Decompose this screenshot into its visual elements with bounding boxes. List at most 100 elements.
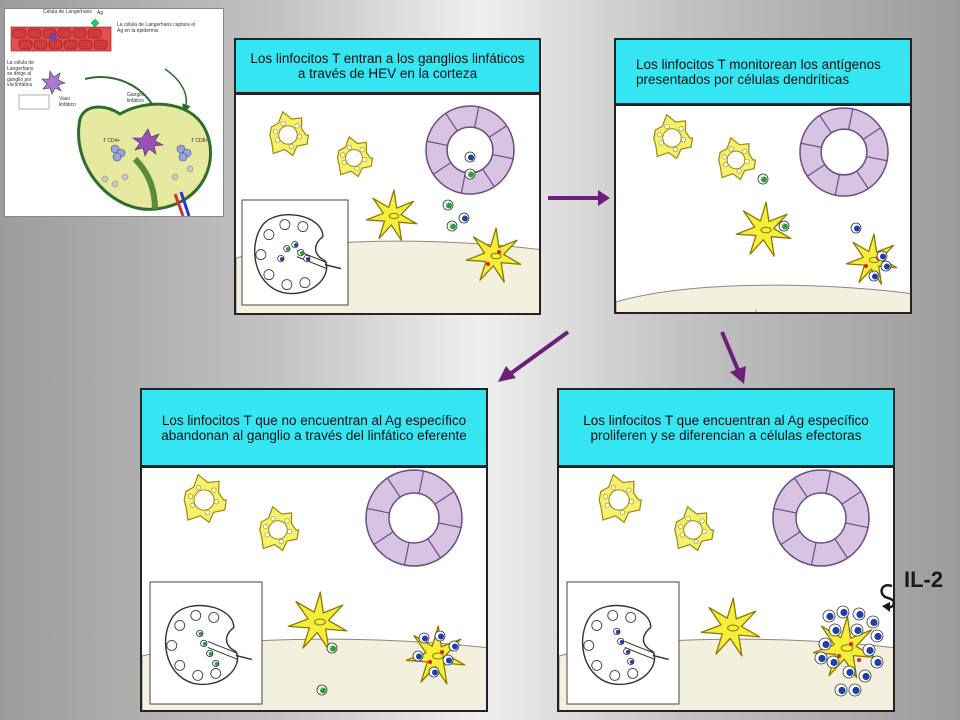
antigen-dot	[440, 650, 444, 654]
proliferating-lymphocyte	[852, 607, 866, 621]
lymphocyte	[850, 222, 862, 234]
lymphocyte	[434, 630, 446, 642]
panel-1-caption: Los linfocitos T entran a los ganglios l…	[236, 40, 539, 95]
inset-lymphocyte	[277, 255, 285, 263]
dendritic-cell	[735, 201, 792, 257]
langerhans-thumbnail: Célula de Langerhans Ag La célula de Lan…	[4, 8, 224, 217]
thumb-label-ganglio: Ganglio linfático	[127, 92, 145, 104]
inset-lymphocyte	[206, 649, 214, 658]
panel-1-scene	[236, 105, 539, 313]
panel-hev-entry: Los linfocitos T entran a los ganglios l…	[234, 38, 541, 315]
dendritic-cell	[465, 227, 522, 283]
inset-lymph-node	[149, 581, 263, 705]
inset-lymphocyte	[617, 637, 625, 646]
macrophage	[718, 136, 757, 181]
antigen-dot	[857, 658, 861, 662]
inset-lymphocyte	[303, 255, 311, 263]
antigen-dot	[497, 250, 501, 254]
antigen-dot	[849, 642, 853, 646]
macrophage	[653, 113, 694, 160]
lymphocyte	[757, 173, 769, 185]
arrow-down-left	[508, 330, 570, 376]
inset-lymphocyte	[283, 245, 291, 253]
arrow-down-left-head	[498, 366, 516, 382]
epidermis-cells	[10, 18, 112, 52]
hev-venule	[799, 107, 889, 197]
proliferating-lymphocyte	[834, 683, 848, 697]
proliferating-lymphocyte	[858, 669, 872, 683]
lymphocyte	[428, 666, 440, 678]
dendritic-cell	[700, 597, 761, 657]
inset-lymph-node	[566, 581, 680, 705]
il2-label: IL-2	[904, 567, 944, 592]
proliferating-lymphocyte	[850, 623, 864, 637]
arrow-right-head	[598, 190, 610, 206]
proliferating-lymphocyte	[818, 637, 832, 651]
proliferating-lymphocyte	[866, 615, 880, 629]
macrophage	[336, 135, 374, 178]
thumb-label-se-dirige: La célula de Langerhans se dirige al gan…	[7, 60, 34, 88]
antigen-dot	[428, 660, 432, 664]
thumb-label-cd8: T CD8+	[191, 138, 209, 144]
langerhans-cell-icon	[41, 70, 66, 95]
macrophage	[598, 473, 643, 524]
thumb-label-cd4: T CD4+	[103, 138, 121, 144]
langerhans-illustration	[10, 18, 213, 216]
lymphocyte	[442, 199, 454, 211]
lymphocyte	[326, 642, 338, 654]
inset-lymphocyte	[212, 659, 220, 668]
panel-efferent-exit: Los linfocitos T que no encuentran al Ag…	[140, 388, 488, 712]
thumb-label-langerhans: Célula de Langerhans	[43, 9, 92, 15]
hev-venule	[365, 469, 463, 567]
proliferating-lymphocyte	[848, 683, 862, 697]
lymphocyte	[778, 220, 790, 232]
inset-lymph-node	[241, 199, 349, 306]
proliferating-lymphocyte	[842, 665, 856, 679]
proliferating-lymphocyte	[826, 655, 840, 669]
macrophage	[259, 505, 300, 552]
lymphocyte	[876, 250, 888, 262]
lymphocyte	[464, 151, 476, 163]
inset-lymphocyte	[200, 639, 208, 648]
lymphocyte	[464, 168, 476, 180]
proliferating-lymphocyte	[814, 651, 828, 665]
lymphocyte	[442, 654, 454, 666]
lymphocyte	[412, 650, 424, 662]
proliferating-lymphocyte	[836, 605, 850, 619]
panel-4-scene	[559, 469, 893, 710]
inset-lymphocyte	[291, 241, 299, 249]
hev-venule	[425, 105, 515, 195]
macrophage	[183, 473, 228, 524]
inset-lymphocyte	[196, 629, 204, 638]
proliferating-lymphocyte	[870, 655, 884, 669]
inset-lymphocyte	[623, 647, 631, 656]
lymphocyte	[448, 640, 460, 652]
lymphocyte	[316, 684, 328, 696]
panel-antigen-monitoring: Los linfocitos T monitorean los antígeno…	[614, 38, 912, 314]
panel-2-caption: Los linfocitos T monitorean los antígeno…	[616, 40, 910, 106]
thumb-label-ag: Ag	[97, 10, 104, 16]
antigen-dot	[864, 264, 868, 268]
dendritic-cell	[365, 189, 418, 241]
macrophage	[674, 505, 715, 552]
proliferating-lymphocyte	[828, 623, 842, 637]
lymphocyte	[880, 260, 892, 272]
macrophage	[269, 110, 310, 157]
proliferating-lymphocyte	[862, 643, 876, 657]
panel-3-caption: Los linfocitos T que no encuentran al Ag…	[142, 390, 486, 468]
antigen-dot	[837, 654, 841, 658]
proliferating-lymphocyte	[822, 609, 836, 623]
panel-2-scene	[616, 107, 910, 312]
panel-3-scene	[142, 469, 486, 710]
lymphocyte	[418, 632, 430, 644]
lymphocyte	[868, 270, 880, 282]
tissue-region	[616, 284, 910, 312]
lymphocyte	[458, 212, 470, 224]
inset-lymphocyte	[297, 249, 305, 257]
inset-lymphocyte	[627, 657, 635, 666]
panel-proliferation: Los linfocitos T que encuentran al Ag es…	[557, 388, 895, 712]
panel-4-caption: Los linfocitos T que encuentran al Ag es…	[559, 390, 893, 468]
proliferating-lymphocyte	[870, 629, 884, 643]
thumb-label-vaso: Vaso linfático	[59, 96, 76, 108]
hev-venule	[772, 469, 870, 567]
